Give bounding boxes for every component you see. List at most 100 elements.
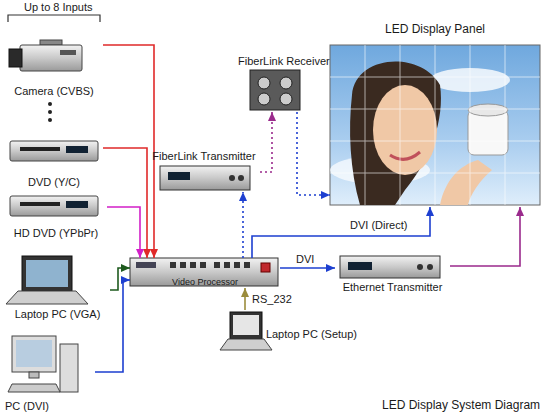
fiber-transmitter-device: [160, 166, 250, 190]
setup-laptop-icon: [220, 312, 272, 350]
dvd-player-icon: [10, 141, 98, 161]
node-label: Camera (CVBS): [14, 85, 93, 98]
camera-icon: [40, 40, 62, 45]
transmitter-node: Ethernet Transmitter: [335, 254, 450, 294]
transmitter-node: FiberLink Transmitter: [148, 150, 260, 192]
laptop-icon: [26, 260, 68, 287]
ellipsis-dots: [48, 118, 52, 122]
laptop-node: Laptop PC (VGA): [5, 250, 110, 321]
ellipsis-dots: [48, 102, 52, 106]
node-label: HD DVD (YPbPr): [14, 227, 98, 240]
led-panel-picture: [330, 45, 540, 205]
ellipsis-dots: [48, 110, 52, 114]
setup-laptop-icon: [233, 315, 259, 335]
ethernet-transmitter-device: [348, 262, 372, 270]
video-processor-device: [261, 263, 270, 272]
signal-connector: [252, 207, 430, 258]
camera-icon: [20, 45, 82, 71]
setup-laptop-icon: [220, 339, 272, 350]
hd-dvd-player-icon: [10, 196, 98, 216]
led-panel-picture: [468, 104, 508, 116]
hd-dvd-player-icon: [10, 196, 98, 216]
connector-label: DVI: [296, 253, 314, 266]
dvd-player-icon: [20, 147, 60, 151]
hd-dvd-player-icon: [66, 201, 88, 208]
desktop-pc-icon: [60, 344, 78, 392]
ethernet-transmitter-device: [427, 264, 433, 270]
fiber-receiver-device: [250, 70, 300, 110]
connector-label: RS_232: [252, 293, 292, 306]
desktop-pc-icon: [16, 340, 52, 367]
video-processor-device: [136, 262, 156, 268]
pc-node: PC (DVI): [5, 328, 95, 413]
connector-label: DVI (Direct): [350, 219, 407, 232]
ethernet-transmitter-device: [340, 256, 440, 278]
dvd-node: DVD (Y/C): [5, 138, 103, 189]
desktop-pc-icon: [29, 372, 39, 378]
bracket-label: Up to 8 Inputs: [24, 1, 93, 14]
camera-node: Camera (CVBS): [5, 38, 103, 98]
signal-connector: [280, 267, 335, 269]
video-processor-device: [244, 262, 250, 268]
fiber-receiver-device: [280, 93, 292, 105]
signal-connector: [103, 148, 147, 258]
dvd-player-icon: [10, 141, 98, 161]
video-processor-device: [170, 262, 176, 268]
signal-connector: [242, 192, 244, 258]
fiber-receiver-device: [250, 70, 300, 110]
display-node: LED Display Panel: [330, 22, 540, 207]
hd-dvd-player-icon: [20, 202, 60, 206]
signal-connector: [103, 45, 154, 258]
laptop-icon: [22, 256, 72, 291]
node-label: Laptop PC (VGA): [15, 308, 101, 321]
laptop-icon: [6, 256, 88, 304]
video-processor-device: [180, 262, 186, 268]
processor-node: Video Processor: [130, 258, 280, 288]
signal-connector: [297, 112, 330, 195]
video-processor-device: [200, 262, 206, 268]
desktop-pc-icon: [8, 336, 78, 392]
led-panel-picture: [390, 152, 420, 159]
node-label: PC (DVI): [5, 400, 49, 413]
video-processor-device: [234, 262, 240, 268]
video-processor-device: [214, 262, 220, 268]
node-label: Ethernet Transmitter: [343, 281, 443, 294]
hd-dvd-node: HD DVD (YPbPr): [5, 193, 107, 240]
setup-laptop-icon: [230, 312, 262, 339]
led-panel-picture: [330, 45, 540, 205]
node-label: DVD (Y/C): [28, 176, 80, 189]
signal-connector: [450, 207, 520, 266]
fiber-transmitter-device: [160, 166, 250, 190]
node-label: FiberLink Transmitter: [152, 150, 255, 163]
fiber-receiver-device: [280, 77, 292, 89]
led-panel-picture: [330, 45, 540, 205]
dvd-player-icon: [66, 146, 88, 153]
ellipsis-dots: [48, 102, 52, 122]
signal-connector: [244, 288, 246, 310]
video-processor-device: [224, 262, 230, 268]
led-panel-picture: [350, 62, 441, 205]
inputs-bracket: [8, 15, 100, 22]
signal-connector: [107, 207, 140, 258]
fiber-receiver-device: [258, 93, 270, 105]
signal-connector: [110, 268, 130, 290]
camera-icon: [9, 40, 82, 71]
fiber-receiver-device: [258, 77, 270, 89]
laptop-icon: [6, 291, 88, 304]
diagram-caption: LED Display System Diagram: [382, 398, 540, 412]
fiber-transmitter-device: [229, 175, 235, 181]
video-processor-device: [190, 262, 196, 268]
ethernet-transmitter-device: [340, 256, 440, 278]
led-panel-picture: [373, 85, 437, 175]
fiber-transmitter-device: [168, 172, 190, 180]
led-panel-picture: [440, 160, 492, 205]
desktop-pc-icon: [8, 384, 60, 392]
node-label: Laptop PC (Setup): [266, 328, 357, 341]
camera-icon: [60, 50, 76, 55]
desktop-pc-icon: [12, 336, 56, 372]
fiber-transmitter-device: [238, 175, 244, 181]
signal-connector: [260, 112, 272, 172]
node-label: FiberLink Receiver: [238, 55, 330, 68]
camera-icon: [9, 49, 22, 67]
ethernet-transmitter-device: [417, 264, 423, 270]
